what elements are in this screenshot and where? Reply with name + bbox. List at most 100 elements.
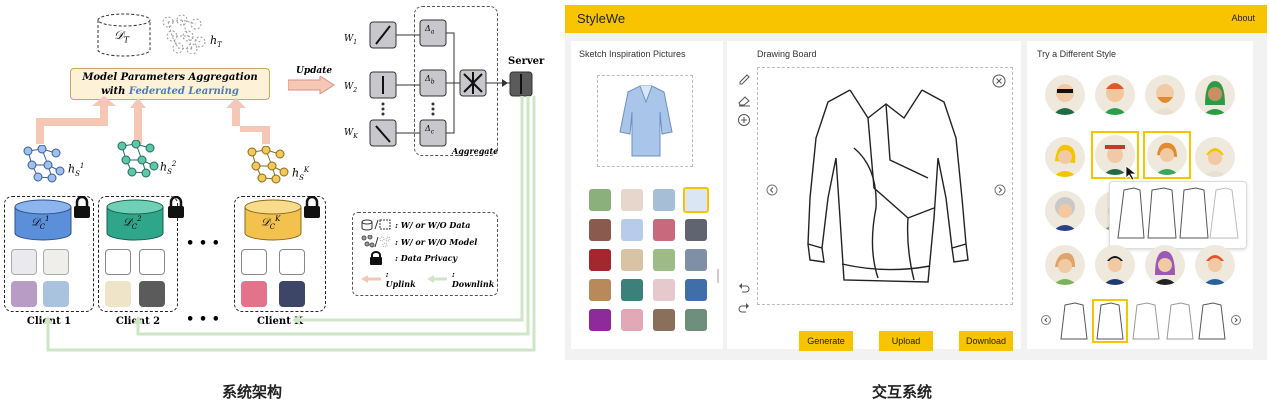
- thumbnail[interactable]: [685, 309, 707, 331]
- target-database-icon: [97, 13, 151, 57]
- client2-db-sup: 2: [137, 215, 142, 223]
- delta-label: Δ: [425, 24, 431, 33]
- stylewe-app: StyleWe About Sketch Inspiration Picture…: [565, 5, 1267, 360]
- style-avatar[interactable]: [1145, 75, 1185, 115]
- thumbnail[interactable]: [653, 279, 675, 301]
- delta-sub: c: [430, 128, 435, 136]
- weight-label: W: [344, 82, 354, 92]
- drawing-panel: Drawing Board: [727, 41, 1021, 351]
- delta-sub: b: [430, 78, 435, 86]
- app-title: StyleWe: [577, 11, 626, 26]
- scrollbar[interactable]: [717, 269, 719, 283]
- style-avatar[interactable]: [1145, 245, 1185, 285]
- clientk-model-sub: S: [299, 173, 304, 182]
- architecture-diagram: 𝒟T hT Model Parameters Aggregation with …: [0, 0, 545, 407]
- thumbnail[interactable]: [653, 189, 675, 211]
- database-icon: [106, 199, 164, 241]
- undo-icon[interactable]: [737, 281, 751, 295]
- client-box-k: 𝒟CK: [234, 196, 326, 312]
- board-title: Drawing Board: [757, 49, 817, 59]
- style-avatar[interactable]: [1095, 75, 1135, 115]
- style-avatar: [1147, 135, 1187, 175]
- generate-button[interactable]: Generate: [799, 331, 853, 351]
- pencil-icon[interactable]: [737, 71, 751, 85]
- uplink-legend-icon: [361, 275, 381, 283]
- weight-sub: K: [353, 132, 358, 140]
- client2-model-sub: S: [167, 167, 172, 176]
- clientk-model-sup: K: [303, 166, 310, 174]
- thumbnail[interactable]: [685, 249, 707, 271]
- style-avatar[interactable]: [1045, 137, 1085, 177]
- aggregation-line1: Model Parameters Aggregation: [82, 72, 258, 83]
- style-avatar[interactable]: [1045, 245, 1085, 285]
- update-arrow: [288, 76, 335, 94]
- client2-db-sub: C: [131, 222, 138, 231]
- downlink-legend-icon: [427, 275, 448, 283]
- legend-downlink: : Downlink: [451, 269, 495, 289]
- client-box-1: 𝒟C1: [4, 196, 94, 312]
- thumbnail[interactable]: [589, 309, 611, 331]
- target-model-icon: [162, 14, 206, 54]
- style-avatar[interactable]: [1195, 75, 1235, 115]
- delta-sub: a: [430, 28, 435, 36]
- style-avatar-hover[interactable]: [1143, 131, 1191, 179]
- chevron-left-icon[interactable]: [1041, 315, 1051, 325]
- client-model-icon: [247, 146, 289, 184]
- downlink-lines: [43, 96, 536, 352]
- thumbnail[interactable]: [621, 189, 643, 211]
- client1-db-sup: 1: [45, 215, 50, 223]
- lock-icon: [370, 251, 382, 265]
- aggregation-line2: with: [101, 86, 126, 97]
- style-avatar[interactable]: [1195, 245, 1235, 285]
- thumbnail[interactable]: [621, 279, 643, 301]
- result-sketches: [1060, 299, 1226, 343]
- chevron-left-icon[interactable]: [766, 184, 778, 196]
- aggregation-box: Model Parameters Aggregation with Federa…: [70, 68, 270, 100]
- style-avatar[interactable]: [1195, 137, 1235, 177]
- client2-model-sup: 2: [171, 160, 177, 168]
- style-panel: Try a Different Style: [1027, 41, 1253, 349]
- thumbnail[interactable]: [589, 189, 611, 211]
- thumbnail[interactable]: [653, 249, 675, 271]
- thumbnail[interactable]: [589, 219, 611, 241]
- style-avatar[interactable]: [1045, 191, 1085, 231]
- shirt-sketch: [807, 89, 969, 283]
- eraser-icon[interactable]: [737, 93, 751, 107]
- aggregate-region: [414, 6, 498, 156]
- thumbnail[interactable]: [621, 309, 643, 331]
- about-link[interactable]: About: [1231, 13, 1255, 23]
- thumbnail[interactable]: [685, 279, 707, 301]
- thumbnail-selected[interactable]: [683, 187, 709, 213]
- thumbnail-grid: [587, 187, 713, 337]
- clientk-db-sup: K: [275, 215, 281, 223]
- data-legend-icon: [361, 219, 391, 231]
- download-button[interactable]: Download: [959, 331, 1013, 351]
- client1-model-sup: 1: [79, 162, 85, 170]
- sketch-panel: Sketch Inspiration Pictures: [571, 41, 723, 349]
- legend-privacy: : Data Privacy: [395, 253, 458, 263]
- drawing-canvas[interactable]: [757, 67, 1013, 305]
- chevron-right-icon[interactable]: [1231, 315, 1241, 325]
- thumbnail[interactable]: [589, 249, 611, 271]
- thumbnail[interactable]: [653, 309, 675, 331]
- upload-button[interactable]: Upload: [879, 331, 933, 351]
- close-icon[interactable]: [992, 74, 1006, 88]
- thumbnail[interactable]: [621, 249, 643, 271]
- shirt-preview-icon: [619, 85, 673, 157]
- inspiration-preview[interactable]: [597, 75, 693, 167]
- style-avatar[interactable]: [1045, 75, 1085, 115]
- thumbnail[interactable]: [653, 219, 675, 241]
- add-icon[interactable]: [737, 113, 751, 127]
- chevron-right-icon[interactable]: [994, 184, 1006, 196]
- redo-icon[interactable]: [737, 301, 751, 315]
- client-label: Client K: [257, 316, 303, 327]
- legend: : W/ or W/O Data : W/ or W/O Model : Dat…: [352, 212, 498, 296]
- clientk-db-sub: C: [269, 222, 276, 231]
- thumbnail[interactable]: [685, 219, 707, 241]
- thumbnail[interactable]: [621, 219, 643, 241]
- client-model-icon: [23, 145, 65, 183]
- thumbnail[interactable]: [589, 279, 611, 301]
- style-avatar[interactable]: [1095, 245, 1135, 285]
- weight-sub: 2: [353, 86, 358, 94]
- sketch-title: Sketch Inspiration Pictures: [579, 49, 686, 59]
